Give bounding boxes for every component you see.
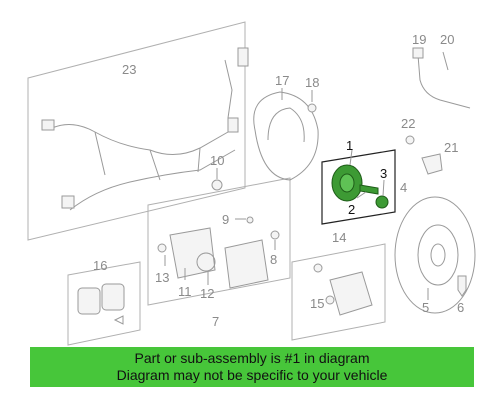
callout-14[interactable]: 14	[332, 230, 346, 245]
group-box-4	[321, 149, 396, 225]
caliper-body	[169, 227, 216, 279]
callout-23[interactable]: 23	[122, 62, 136, 77]
bolt-9	[246, 216, 254, 224]
bolt-10	[211, 179, 223, 191]
hub-group[interactable]: 1 2 3 4	[321, 138, 407, 225]
callout-13[interactable]: 13	[155, 270, 169, 285]
pads-group[interactable]: 16	[67, 258, 141, 346]
callout-17[interactable]: 17	[275, 73, 289, 88]
guide-pin-a	[313, 263, 323, 273]
wheel-bolt-group[interactable]: 6	[457, 275, 467, 315]
banner-line-2: Diagram may not be specific to your vehi…	[116, 367, 388, 383]
group-box-7	[147, 177, 291, 306]
sensor-group[interactable]: 19 20	[412, 32, 471, 109]
callout-21[interactable]: 21	[444, 140, 458, 155]
clip-20	[442, 51, 449, 71]
brake-pad-b	[101, 283, 125, 311]
abs-sensor-21	[421, 153, 443, 175]
guide-pin-b	[325, 295, 335, 305]
callout-19[interactable]: 19	[412, 32, 426, 47]
harness-connector-c	[227, 117, 239, 133]
sensor-bolt-22	[405, 135, 415, 145]
callout-6[interactable]: 6	[457, 300, 464, 315]
bleeder-13	[157, 243, 167, 253]
dust-shield-inner	[267, 107, 305, 143]
callout-7[interactable]: 7	[212, 314, 219, 329]
callout-8[interactable]: 8	[270, 252, 277, 267]
harness-connector-b	[61, 195, 75, 209]
caliper-group[interactable]: 9 8 13 11 12 7	[147, 177, 291, 329]
carrier-bracket	[329, 271, 373, 316]
group-box-23	[27, 21, 246, 241]
brake-disc-group[interactable]: 5	[394, 196, 476, 315]
hub-cap-3[interactable]	[375, 195, 389, 209]
hub-bolt-2[interactable]	[359, 184, 379, 195]
callout-5[interactable]: 5	[422, 300, 429, 315]
callout-15[interactable]: 15	[310, 296, 324, 311]
harness-cable-lower	[69, 149, 236, 211]
callout-12[interactable]: 12	[200, 286, 214, 301]
bolt-8	[270, 230, 280, 240]
wheel-bolt-6	[457, 275, 467, 297]
info-banner: Part or sub-assembly is #1 in diagram Di…	[30, 347, 474, 387]
callout-4[interactable]: 4	[400, 180, 407, 195]
brake-pad-a	[77, 287, 101, 315]
callout-10[interactable]: 10	[210, 153, 224, 168]
abs-sensor-group[interactable]: 21 22	[401, 116, 458, 175]
callout-11[interactable]: 11	[178, 284, 192, 299]
pad-clip	[113, 315, 124, 325]
bolt-10-group[interactable]: 10	[210, 153, 224, 191]
callout-22[interactable]: 22	[401, 116, 415, 131]
harness-sensor-head	[237, 47, 249, 67]
leader-3	[382, 179, 385, 197]
callout-16[interactable]: 16	[93, 258, 107, 273]
sensor-cable-19	[417, 54, 471, 109]
piston-seal-12	[196, 252, 216, 272]
callout-20[interactable]: 20	[440, 32, 454, 47]
caliper-bracket	[224, 239, 269, 289]
banner-line-1: Part or sub-assembly is #1 in diagram	[134, 350, 370, 366]
callout-3[interactable]: 3	[380, 166, 387, 181]
callout-9[interactable]: 9	[222, 212, 229, 227]
group-box-14	[291, 243, 386, 341]
harness-cable	[47, 124, 236, 155]
callout-18[interactable]: 18	[305, 75, 319, 90]
shield-bolt-18	[307, 103, 317, 113]
brake-disc-center	[430, 243, 446, 267]
callout-2[interactable]: 2	[348, 202, 355, 217]
wheel-hub-center	[339, 173, 355, 193]
brake-disc	[394, 196, 476, 314]
harness-group[interactable]: 23	[27, 21, 249, 241]
leader-1	[349, 149, 353, 166]
brake-disc-hub	[417, 224, 459, 286]
harness-sensor-lead	[224, 59, 233, 119]
callout-1[interactable]: 1	[346, 138, 353, 153]
leader-2	[356, 191, 367, 199]
harness-connector-a	[41, 119, 55, 131]
sensor-plug	[412, 47, 424, 59]
dust-shield-group[interactable]: 17 18	[253, 73, 320, 181]
dust-shield	[253, 91, 319, 181]
group-box-16	[67, 261, 141, 346]
harness-branches	[94, 131, 201, 181]
carrier-group[interactable]: 14 15	[291, 230, 386, 341]
